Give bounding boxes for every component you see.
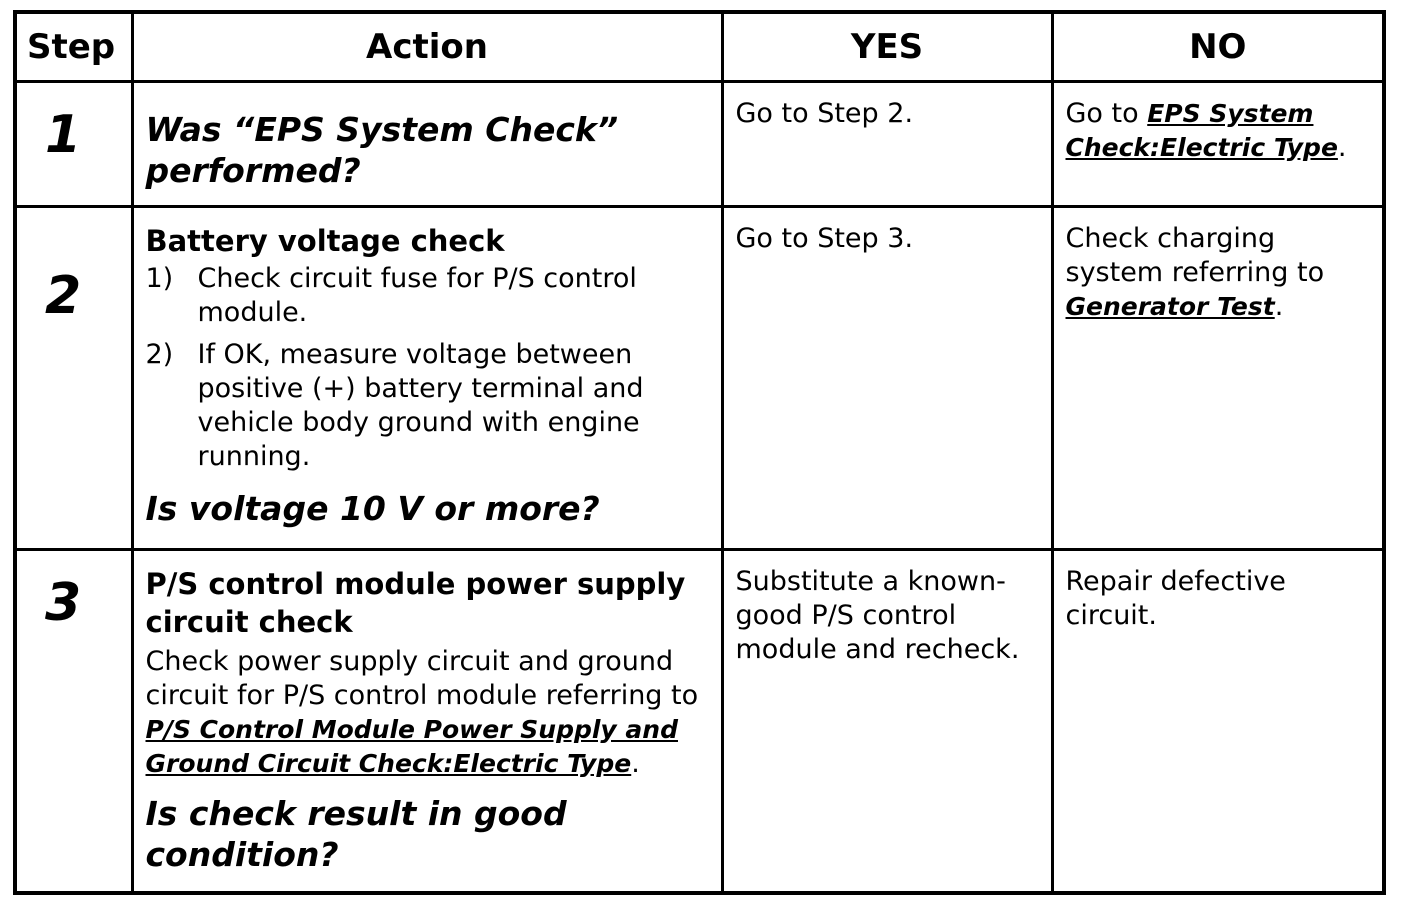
no-cell: Repair defective circuit. xyxy=(1050,547,1386,895)
step-question: Is voltage 10 V or more? xyxy=(145,488,600,528)
no-text: Go to xyxy=(1065,97,1148,129)
table-row: 2 Battery voltage check 1) Check circuit … xyxy=(13,204,1386,551)
generator-test-link[interactable]: Generator Test xyxy=(1065,291,1275,321)
header-no: NO xyxy=(1050,10,1386,83)
step-number: 3 xyxy=(13,547,134,895)
action-cell: P/S control module power supply circuit … xyxy=(130,547,724,895)
yes-text: Go to Step 2. xyxy=(735,97,914,129)
no-text-suffix: . xyxy=(1274,290,1284,322)
step-number: 1 xyxy=(13,79,134,208)
list-item: 1) Check circuit fuse for P/S control mod… xyxy=(146,262,711,330)
header-yes: YES xyxy=(720,10,1054,83)
no-text: Check charging system referring to xyxy=(1065,222,1325,288)
power-supply-ground-check-link[interactable]: P/S Control Module Power Supply and Grou… xyxy=(145,714,679,778)
eps-system-check-link[interactable]: EPS System Check:Electric Type xyxy=(1065,98,1338,162)
step-instructions: Check power supply circuit and ground ci… xyxy=(146,645,711,781)
no-cell: Go to EPS System Check:Electric Type. xyxy=(1050,79,1386,208)
table-row: 3 P/S control module power supply circui… xyxy=(13,547,1386,895)
action-cell: Battery voltage check 1) Check circuit fu… xyxy=(130,204,724,551)
instructions-suffix: . xyxy=(631,747,640,779)
no-text: Repair defective circuit. xyxy=(1065,565,1286,631)
no-cell: Check charging system referring to Gener… xyxy=(1050,204,1386,551)
table-row: 1 Was “EPS System Check” performed? Go t… xyxy=(13,79,1386,208)
diagnostic-table: Step Action YES NO 1 Was “EPS System Che… xyxy=(13,10,1386,895)
list-item-number: 1) xyxy=(145,262,174,294)
step-question: Is check result in good condition? xyxy=(145,793,567,874)
yes-cell: Substitute a known-good P/S control modu… xyxy=(720,547,1054,895)
yes-text: Substitute a known-good P/S control modu… xyxy=(735,565,1020,665)
step-heading: Battery voltage check xyxy=(145,223,505,258)
yes-cell: Go to Step 2. xyxy=(720,79,1054,208)
no-text-suffix: . xyxy=(1337,131,1347,163)
procedure-list: 1) Check circuit fuse for P/S control mod… xyxy=(146,262,711,474)
action-cell: Was “EPS System Check” performed? xyxy=(130,79,724,208)
header-row: Step Action YES NO xyxy=(13,10,1386,83)
list-item-text: Check circuit fuse for P/S control modul… xyxy=(197,262,637,328)
step-heading: P/S control module power supply circuit … xyxy=(145,566,686,639)
yes-text: Go to Step 3. xyxy=(735,222,914,254)
step-number: 2 xyxy=(13,204,134,551)
header-action: Action xyxy=(130,10,724,83)
step-question: Was “EPS System Check” performed? xyxy=(145,109,619,190)
header-step: Step xyxy=(13,10,134,83)
list-item-number: 2) xyxy=(145,338,174,370)
instructions-text: Check power supply circuit and ground ci… xyxy=(145,645,699,711)
yes-cell: Go to Step 3. xyxy=(720,204,1054,551)
list-item-text: If OK, measure voltage between positive … xyxy=(197,338,644,472)
list-item: 2) If OK, measure voltage between positiv… xyxy=(146,338,711,474)
